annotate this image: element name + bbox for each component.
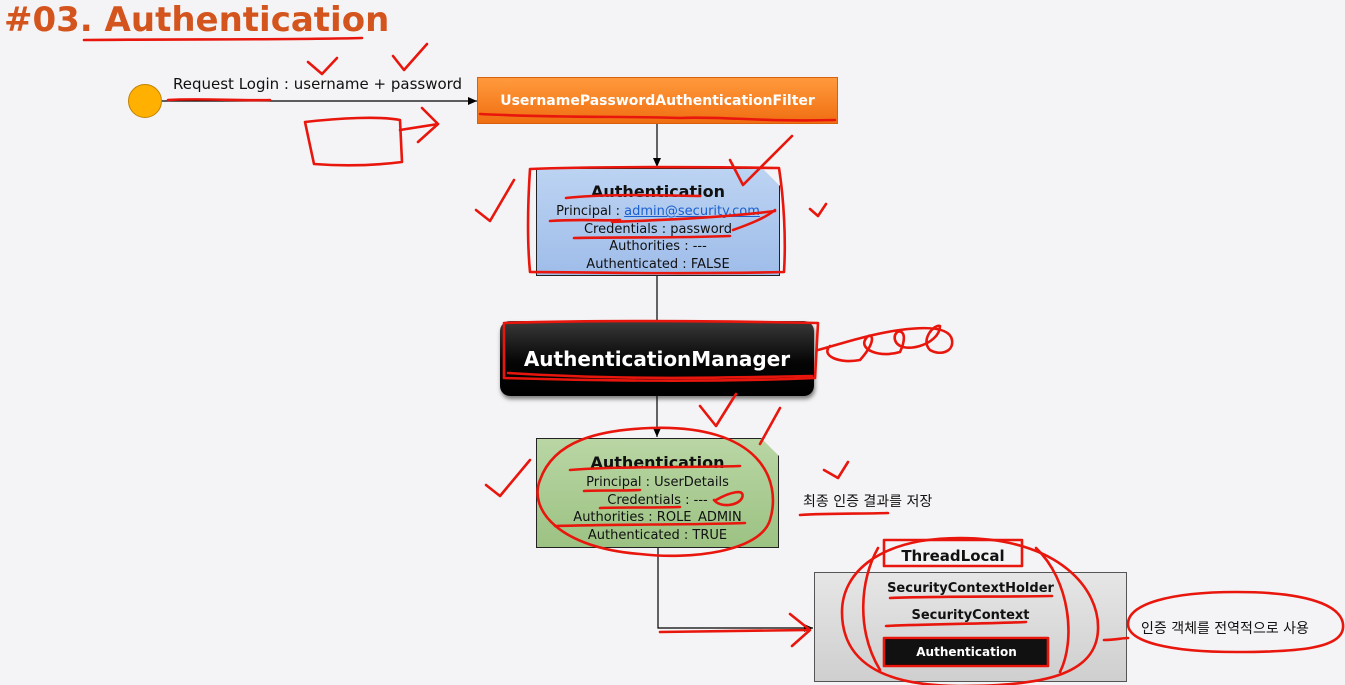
request-underline: [166, 97, 272, 102]
principal-underline: [582, 488, 642, 493]
inner-authentication-label: Authentication: [916, 645, 1017, 659]
request-login-label: Request Login : username + password: [173, 75, 463, 93]
result-to-holder-arrow: [657, 548, 813, 632]
authentication-manager-box: AuthenticationManager: [500, 321, 814, 396]
global-use-note: 인증 객체를 전역적으로 사용: [1141, 621, 1309, 637]
inner-authentication-box: Authentication: [885, 639, 1048, 665]
manager-underline: [506, 371, 814, 380]
holder-circle: [840, 536, 1100, 685]
manager-outline: [502, 319, 820, 382]
check-mark: [808, 202, 828, 218]
heading-underline: [564, 193, 702, 200]
check-mark: [391, 42, 429, 72]
sc-underline: [884, 620, 1028, 628]
check-mark: [474, 178, 516, 223]
principal-underline: [548, 218, 622, 223]
credentials-mark: [712, 490, 744, 507]
global-note-line: [1102, 636, 1130, 642]
drawn-arrowhead: [416, 106, 440, 144]
check-mark: [758, 406, 782, 446]
check-mark: [728, 134, 794, 187]
auth-result-principal: Principal : UserDetails: [586, 475, 729, 490]
credentials-underline: [572, 234, 732, 240]
holder-inner-arc: [861, 546, 882, 672]
threadlocal-outline: [882, 538, 1024, 568]
global-note-ellipse: [1126, 590, 1345, 654]
drawn-arrow: [658, 628, 810, 634]
page-title: #03. Authentication: [4, 0, 390, 40]
principal-key: Principal :: [556, 204, 625, 219]
sch-underline: [888, 594, 1054, 600]
security-context-holder-label: SecurityContextHolder: [887, 581, 1054, 596]
auth-request-card: Authentication Principal : admin@securit…: [536, 168, 780, 276]
auth-result-ellipse: [536, 426, 775, 558]
loop-scribble: [816, 324, 954, 363]
threadlocal-label: ThreadLocal: [901, 547, 1005, 565]
store-result-note: 최종 인증 결과를 저장: [803, 494, 933, 510]
security-context-label: SecurityContext: [911, 608, 1030, 623]
email-underline: [610, 209, 777, 224]
auth-request-authorities: Authorities : ---: [609, 239, 707, 254]
holder-inner-arc: [1034, 546, 1070, 674]
check-mark: [698, 392, 738, 428]
store-note-underline: [798, 511, 890, 517]
check-mark: [306, 56, 339, 76]
drawn-arrow: [398, 122, 440, 132]
auth-result-authenticated: Authenticated : TRUE: [587, 527, 728, 543]
password-mark: [731, 208, 777, 232]
auth-request-outline: [526, 165, 787, 275]
manager-label: AuthenticationManager: [523, 346, 791, 371]
auth-request-authenticated: Authenticated : FALSE: [586, 256, 730, 272]
authorities-underline: [553, 521, 747, 528]
filter-label: UsernamePasswordAuthenticationFilter: [500, 92, 815, 109]
inner-auth-outline: [882, 636, 1050, 668]
check-mark: [822, 460, 850, 480]
drawn-box: [303, 116, 404, 167]
title-underline: [82, 36, 364, 42]
start-node: [128, 84, 162, 118]
check-mark: [484, 458, 532, 498]
auth-request-credentials: Credentials : password: [583, 221, 733, 237]
filter-underline: [478, 112, 837, 122]
drawn-arrowhead: [788, 612, 812, 648]
auth-result-authorities: Authorities : ROLE_ADMIN: [573, 510, 742, 525]
heading-underline: [568, 464, 742, 472]
credentials-underline: [598, 505, 682, 510]
auth-result-credentials: Credentials : ---: [607, 492, 708, 508]
